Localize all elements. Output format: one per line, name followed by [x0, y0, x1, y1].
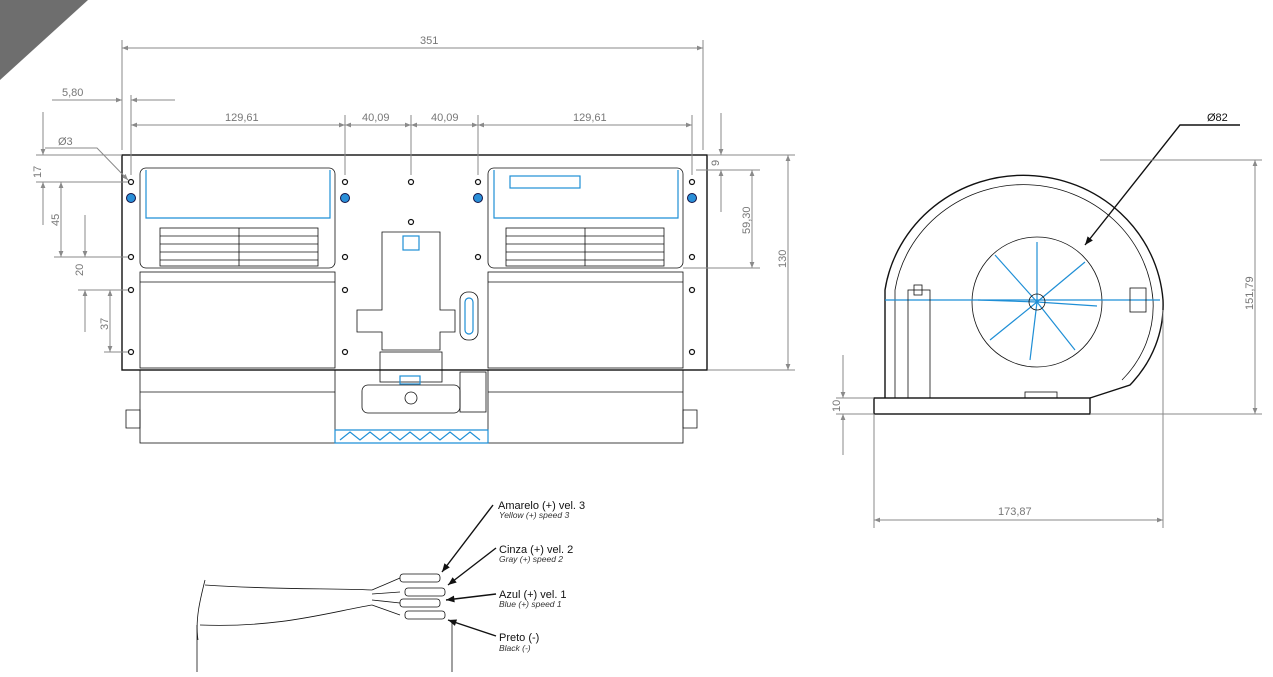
dim-hole-to-hole-1: 45	[50, 214, 62, 226]
dim-edge-offset: 5,80	[62, 87, 83, 99]
dim-top-offset-right: 9	[710, 160, 722, 166]
wire-label-gray: Cinza (+) vel. 2 Gray (+) speed 2	[499, 544, 573, 564]
dim-overall-depth: 173,87	[998, 506, 1032, 518]
dim-overall-height: 151,79	[1244, 276, 1256, 310]
dim-wheel-diameter: Ø82	[1207, 112, 1228, 124]
dim-center-right: 40,09	[431, 112, 459, 124]
svg-text:Cinza (+) vel. 2: Cinza (+) vel. 2	[499, 544, 573, 556]
svg-text:Black (-): Black (-)	[499, 643, 531, 653]
wire-label-blue: Azul (+) vel. 1 Blue (+) speed 1	[499, 589, 567, 609]
side-view	[873, 174, 1164, 415]
dim-center-left: 40,09	[362, 112, 390, 124]
dim-hole-gap: 20	[74, 264, 86, 276]
dim-housing-height: 59,30	[741, 206, 753, 234]
svg-text:Preto (-): Preto (-)	[499, 632, 539, 644]
svg-text:Yellow (+) speed 3: Yellow (+) speed 3	[499, 510, 569, 520]
dim-hole-to-hole-2: 37	[99, 318, 111, 330]
dim-hole-spacing-right: 129,61	[573, 112, 607, 124]
dim-overall-width: 351	[420, 35, 438, 47]
svg-text:Azul (+) vel. 1: Azul (+) vel. 1	[499, 589, 567, 601]
corner-marker	[0, 0, 88, 80]
front-view	[121, 154, 708, 444]
dim-hole-diameter: Ø3	[58, 136, 73, 148]
side-dimensions: Ø82 151,79 10 173,87	[831, 112, 1262, 528]
dim-hole-spacing-left: 129,61	[225, 112, 259, 124]
wire-label-yellow: Amarelo (+) vel. 3 Yellow (+) speed 3	[498, 500, 585, 520]
dim-plate-height: 130	[777, 250, 789, 268]
svg-text:Blue (+) speed 1: Blue (+) speed 1	[499, 599, 562, 609]
svg-text:Amarelo (+) vel. 3: Amarelo (+) vel. 3	[498, 500, 585, 512]
wiring-diagram	[196, 504, 497, 672]
dim-top-to-hole: 17	[32, 166, 44, 178]
wire-label-black: Preto (-) Black (-)	[499, 632, 539, 653]
front-dimensions: 351 5,80 129,61 40,09 40,09 129,61 Ø3 17…	[32, 35, 795, 371]
dim-base-height: 10	[831, 400, 843, 412]
svg-text:Gray (+) speed 2: Gray (+) speed 2	[499, 554, 563, 564]
